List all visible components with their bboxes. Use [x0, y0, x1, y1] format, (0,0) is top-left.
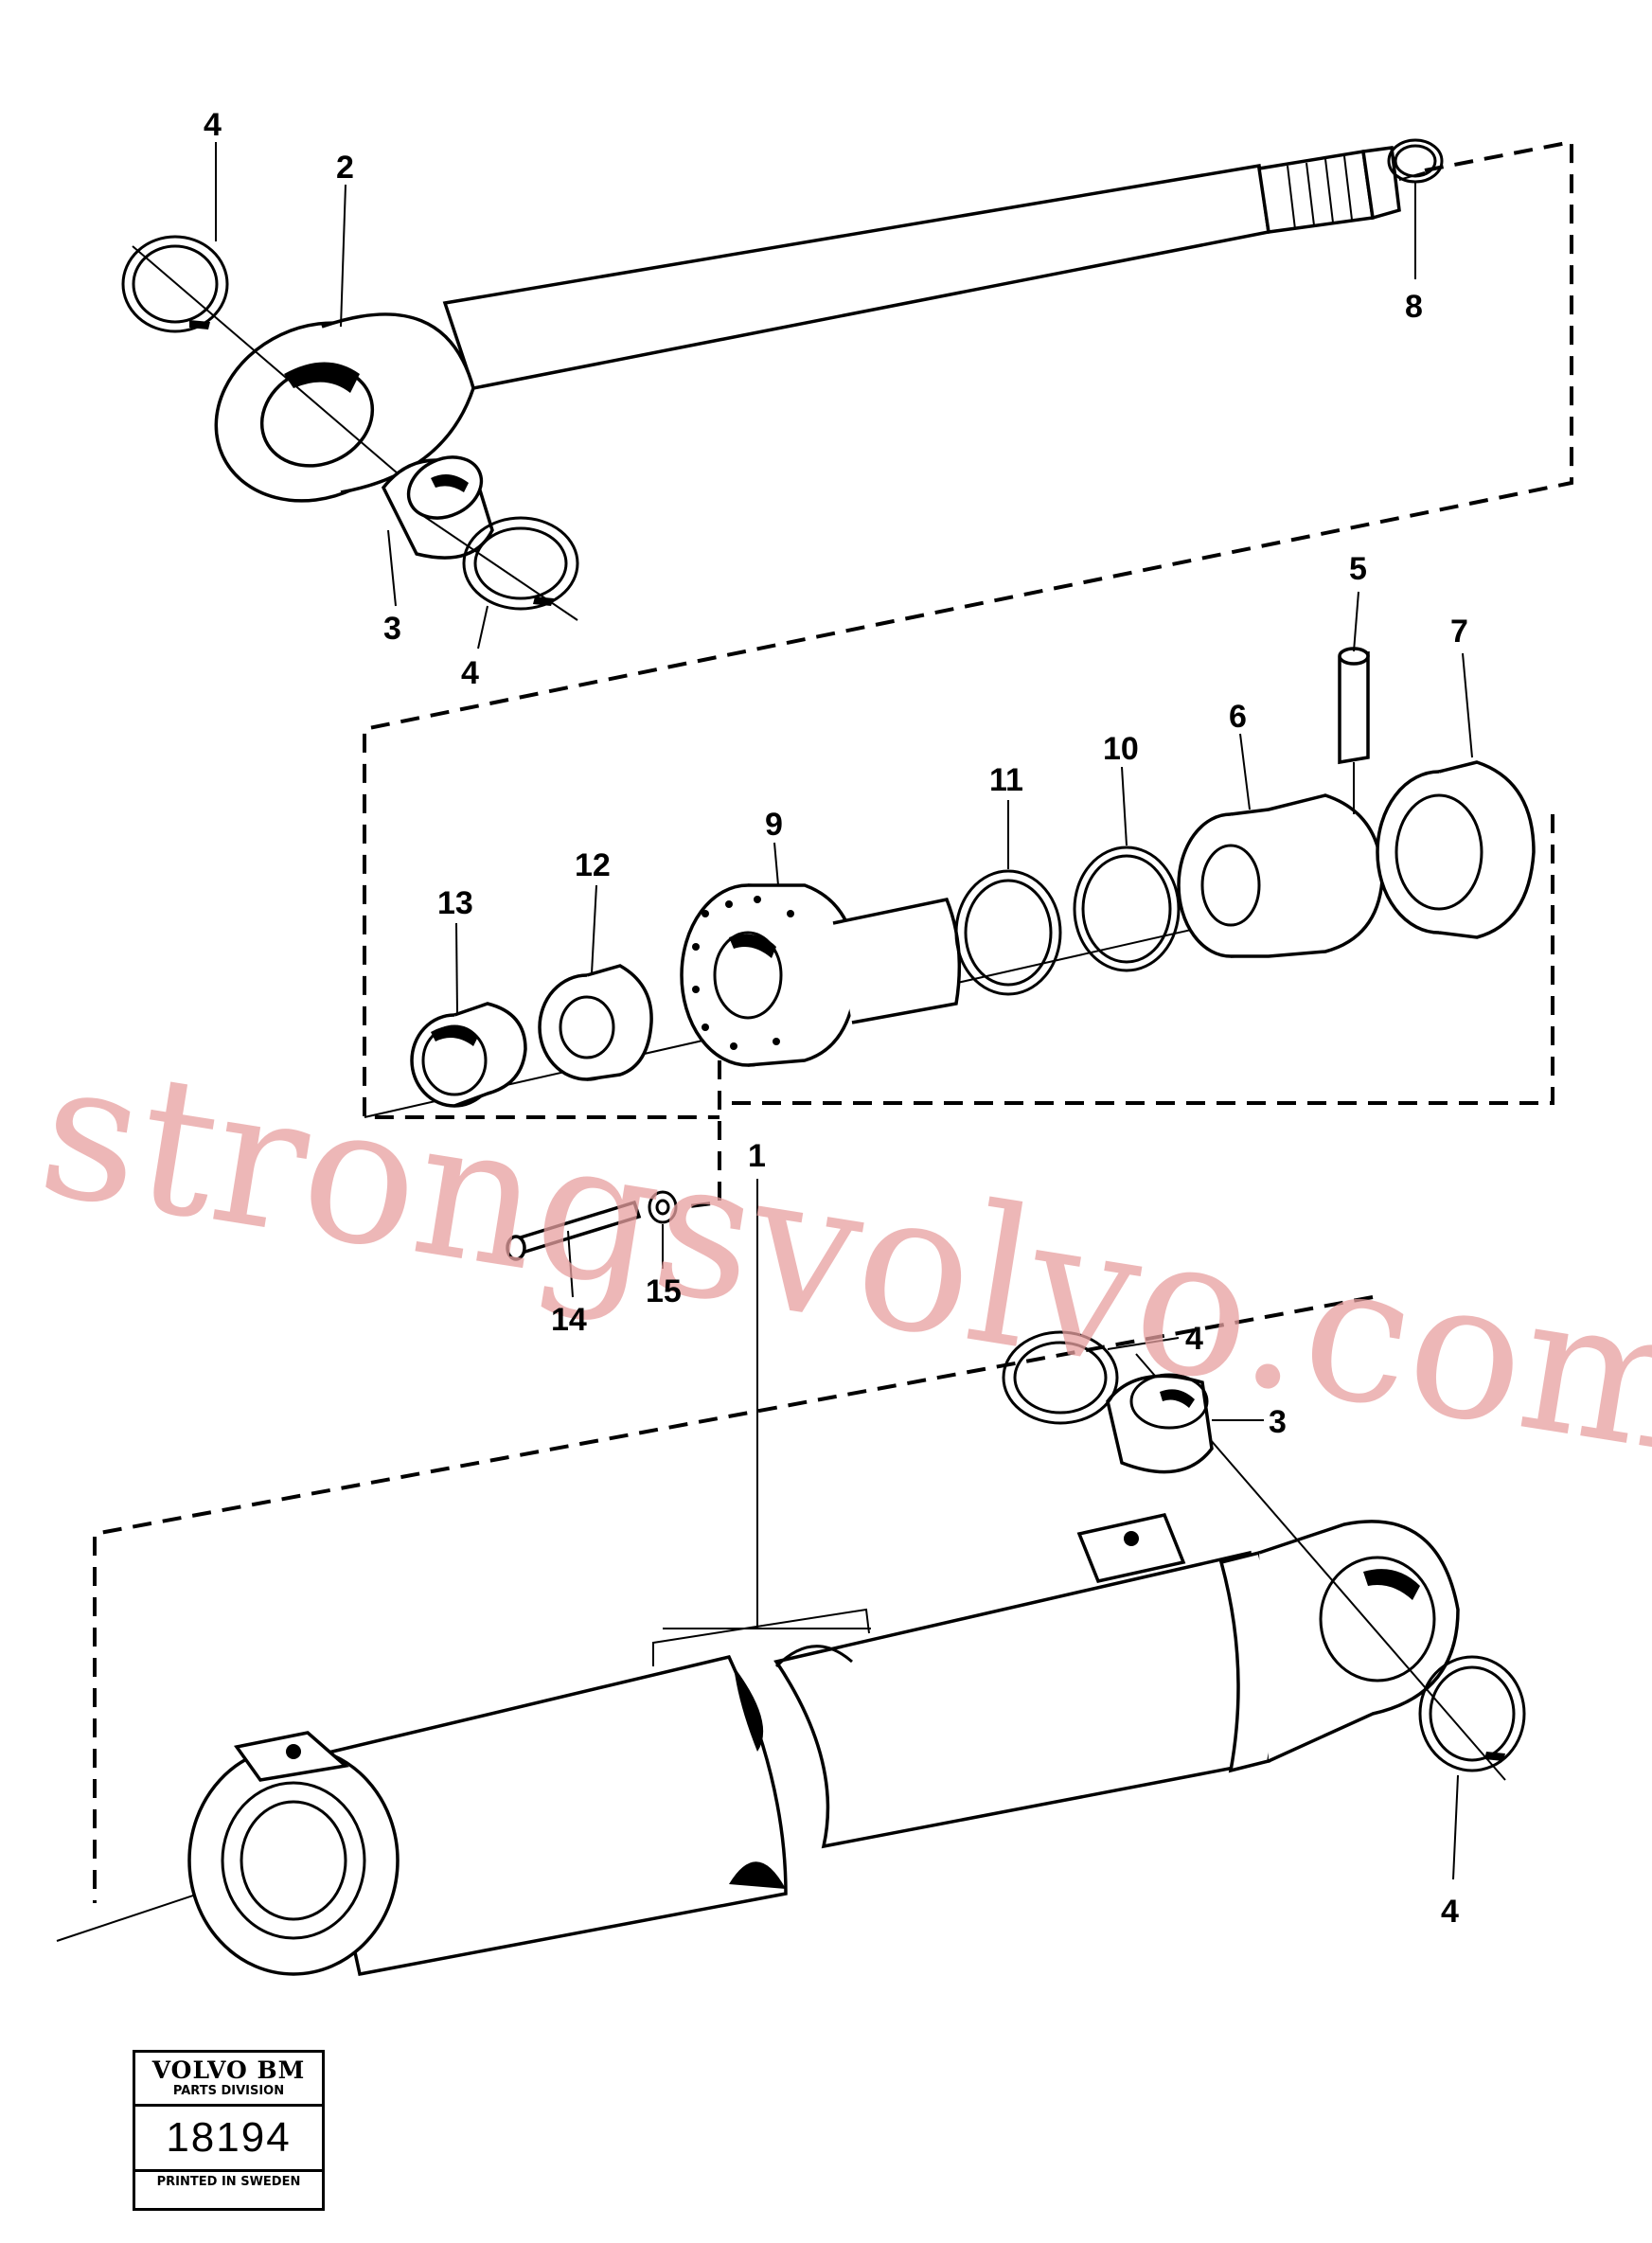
- stamp-printed: PRINTED IN SWEDEN: [156, 2175, 301, 2189]
- callout-14: 14: [551, 1302, 587, 1338]
- callout-9: 9: [765, 807, 783, 843]
- callout-numbers: 4 2 8 3 4 5 7 6 10 11 9 12 13 14 15 4 3 …: [204, 107, 1468, 1930]
- watermark-text: strongsvolvo.com: [27, 1018, 1652, 1498]
- stamp-number: 18194: [135, 2104, 322, 2172]
- leader-lines: [215, 142, 1473, 1880]
- callout-13: 13: [437, 885, 473, 921]
- callout-1: 1: [748, 1138, 766, 1174]
- callout-12: 12: [575, 847, 611, 883]
- callout-15: 15: [646, 1273, 682, 1309]
- callout-4-bottom-upper: 4: [1185, 1321, 1203, 1357]
- stamp-division: PARTS DIVISION: [172, 2084, 285, 2098]
- cylinder-barrel-part-1: [56, 1330, 1526, 1977]
- callout-8: 8: [1405, 289, 1423, 325]
- piston-assembly: [364, 647, 1536, 1261]
- callout-7: 7: [1450, 614, 1468, 650]
- callout-10: 10: [1103, 731, 1139, 767]
- stamp-brand: VOLVO BM: [151, 2056, 306, 2084]
- callout-5: 5: [1349, 551, 1367, 587]
- callout-2: 2: [336, 150, 354, 186]
- assembly-dash-lines: [93, 139, 1573, 1903]
- callout-4-top-left: 4: [204, 107, 222, 143]
- volvo-bm-stamp: VOLVO BM PARTS DIVISION 18194 PRINTED IN…: [133, 2050, 325, 2211]
- callout-3-bottom: 3: [1269, 1404, 1287, 1440]
- callout-6: 6: [1229, 699, 1247, 735]
- callout-3-top: 3: [383, 611, 401, 647]
- callout-4-top-lower: 4: [461, 655, 479, 691]
- callout-11: 11: [989, 762, 1023, 798]
- callout-4-bottom-right: 4: [1441, 1894, 1459, 1930]
- piston-rod-part-2: [121, 138, 1444, 621]
